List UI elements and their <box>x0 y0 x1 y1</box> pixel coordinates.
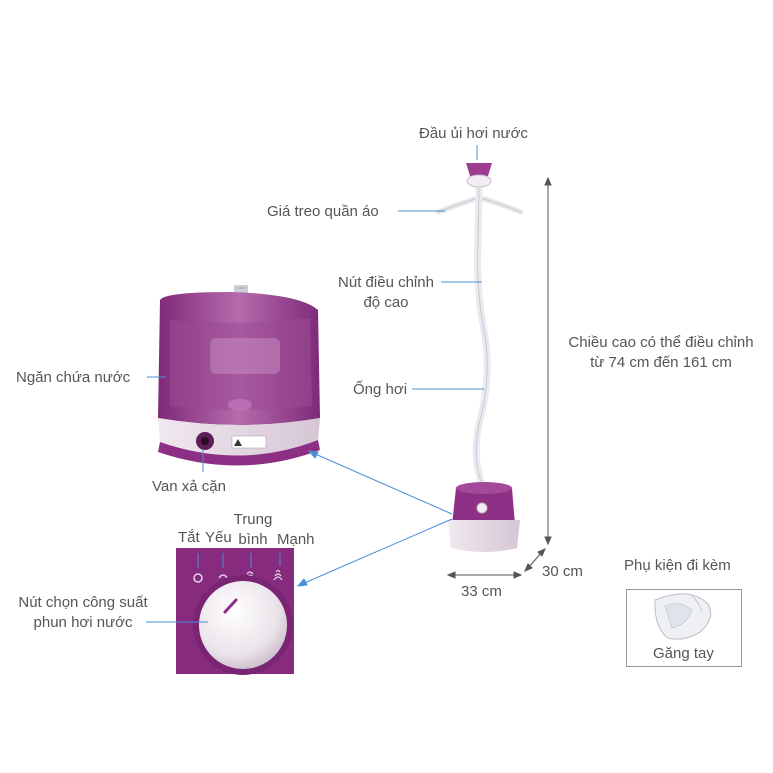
power-medium-label: Trung bình <box>229 510 277 550</box>
power-off-label: Tắt <box>178 529 200 546</box>
power-knob-label-line1: Nút chọn công suất <box>18 594 148 611</box>
water-tank-closeup <box>158 285 320 466</box>
standing-steamer <box>435 163 524 552</box>
width-dimension-label: 33 cm <box>461 583 502 600</box>
power-high-label: Mạnh <box>277 531 315 548</box>
glove-icon <box>654 593 712 640</box>
steam-tube-label: Ống hơi <box>353 381 408 398</box>
steamer-head-label: Đầu ủi hơi nước <box>419 125 528 142</box>
dimension-lines <box>446 176 552 579</box>
height-knob-label-line1: Nút điều chỉnh <box>338 274 434 291</box>
accessories-title: Phụ kiện đi kèm <box>624 557 731 574</box>
depth-dimension-label: 30 cm <box>542 563 583 580</box>
power-low-label: Yếu <box>205 529 232 546</box>
power-knob-closeup <box>176 548 294 675</box>
height-adjust-label-line2: từ 74 cm đến 161 cm <box>590 354 732 371</box>
height-knob-label: Nút điều chỉnh độ cao <box>330 273 442 313</box>
power-medium-label-line1: Trung <box>233 511 273 528</box>
leader-lines <box>146 145 484 623</box>
height-knob-label-line2: độ cao <box>363 294 409 311</box>
height-adjust-label-line1: Chiều cao có thể điều chỉnh <box>568 334 754 351</box>
height-adjust-label: Chiều cao có thể điều chỉnh từ 74 cm đến… <box>555 333 767 373</box>
power-medium-label-line2: bình <box>238 531 268 548</box>
drain-valve-label: Van xả cặn <box>152 478 226 495</box>
power-knob-label-line2: phun hơi nước <box>33 614 133 631</box>
power-knob-label: Nút chọn công suất phun hơi nước <box>2 593 164 633</box>
water-tank-label: Ngăn chứa nước <box>16 369 131 386</box>
glove-label: Găng tay <box>653 645 714 662</box>
hanger-label: Giá treo quần áo <box>267 203 379 220</box>
accessory-box <box>626 589 742 667</box>
